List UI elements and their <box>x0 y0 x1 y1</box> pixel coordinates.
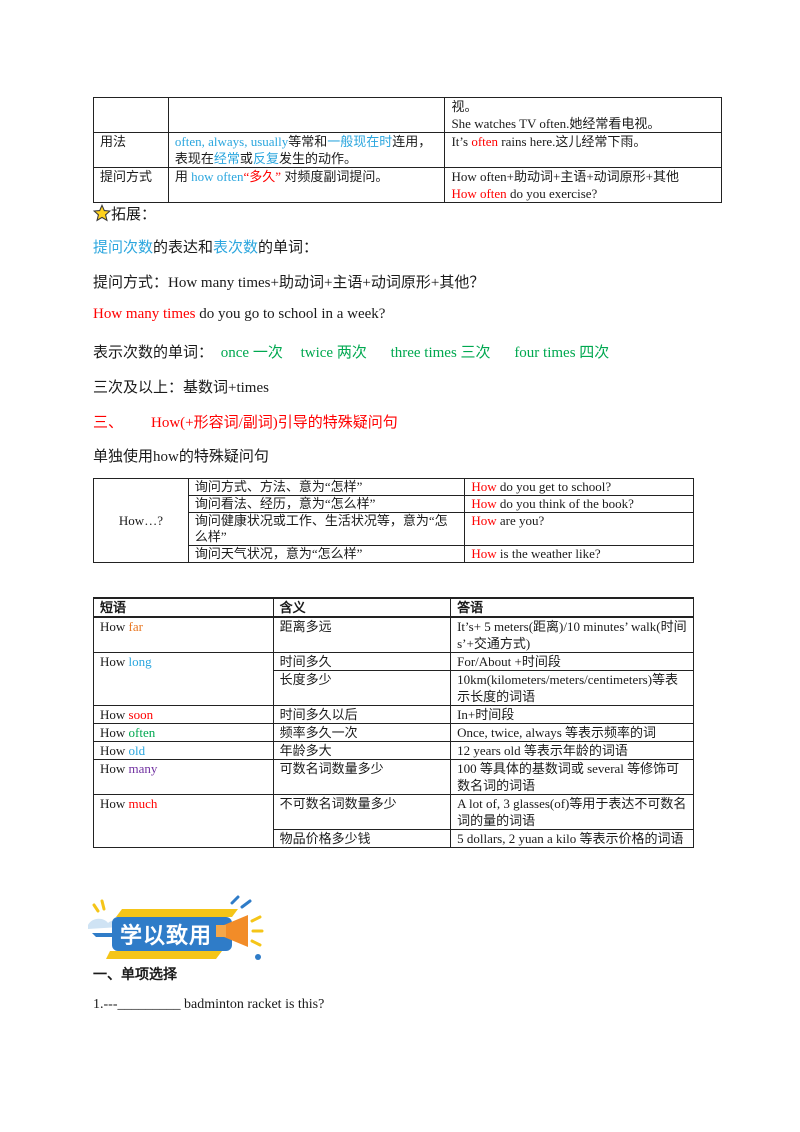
table-row: How long 时间多久 For/About +时间段 <box>93 652 694 706</box>
section-title: 三、How(+形容词/副词)引导的特殊疑问句 <box>93 415 398 431</box>
table-row: 提问方式 用 how often“多久” 对频度副词提问。 How often+… <box>93 167 722 203</box>
usage-cell: often, always, usually等常和一般现在时连用，表现在经常或反… <box>167 132 446 168</box>
column-header: 答语 <box>450 597 694 618</box>
text-run: 一般现在时 <box>327 134 393 149</box>
times-words: 表示次数的单词： once 一次 twice 两次 three times 三次… <box>93 345 610 361</box>
table-row: 物品价格多少钱 5 dollars, 2 yuan a kilo 等表示价格的词… <box>94 829 694 848</box>
example-cell: 视。 She watches TV often.她经常看电视。 <box>444 97 722 133</box>
row-label: 提问方式 <box>93 167 169 203</box>
table-row: How…? 询问方式、方法、意为“怎样” How do you get to s… <box>93 478 694 563</box>
row-label: How…? <box>93 478 189 563</box>
usage-table: 视。 She watches TV often.她经常看电视。 用法 often… <box>93 97 722 203</box>
text-run: 或 <box>239 151 253 166</box>
text-run: 经常 <box>213 151 240 166</box>
text-run: 的单词： <box>258 240 319 256</box>
text-run: 连用，表现在 <box>174 134 432 166</box>
text-run: 发生的动作。 <box>278 151 357 166</box>
table-row: How much 不可数名词数量多少 A lot of, 3 glasses(o… <box>93 794 694 848</box>
row-label: 用法 <box>93 132 169 168</box>
section-subtitle: 单独使用how的特殊疑问句 <box>93 449 269 465</box>
table-row: 询问天气状况，意为“怎么样” How is the weather like? <box>94 545 694 563</box>
text-run: 提问次数 <box>93 240 154 256</box>
example-sentence: How many times do you go to school in a … <box>93 306 386 322</box>
text-run: often, always, usually <box>174 134 289 149</box>
text-run: 反复 <box>252 151 279 166</box>
usage-text: often, always, usually等常和一般现在时连用，表现在经常或反… <box>175 134 431 166</box>
method-cell: 用 how often“多久” 对频度副词提问。 <box>167 167 446 203</box>
star-icon <box>92 204 112 222</box>
exercise-heading: 一、单项选择 <box>93 967 177 983</box>
table-row: 视。 She watches TV often.她经常看电视。 <box>93 97 722 133</box>
text-run: 表次数 <box>213 240 259 256</box>
table-row: 用法 often, always, usually等常和一般现在时连用，表现在经… <box>93 132 722 168</box>
column-header: 含义 <box>272 597 452 618</box>
question-formula: 提问方式：How many times+助动词+主语+动词原形+其他？ <box>93 275 485 291</box>
table-row: How often 频率多久一次 Once, twice, always 等表示… <box>93 723 694 742</box>
table-row: How soon 时间多久以后 In+时间段 <box>93 705 694 724</box>
column-header: 短语 <box>93 597 274 618</box>
megaphone-icon <box>216 915 264 947</box>
text-run: 的表达和 <box>153 240 214 256</box>
extension-heading: 拓展： <box>92 203 156 224</box>
table-row: How many 可数名词数量多少 100 等具体的基数词或 several 等… <box>93 759 694 795</box>
how-phrases-table: 短语 含义 答语 How far 距离多远 It’s+ 5 meters(距离)… <box>93 597 694 848</box>
question-1: 1.---_________ badminton racket is this? <box>93 997 325 1012</box>
how-questions-table: How…? 询问方式、方法、意为“怎样” How do you get to s… <box>93 478 694 563</box>
example-cell: It’s often rains here.这儿经常下雨。 <box>444 132 722 168</box>
banner-title: 学以致用 <box>120 924 213 949</box>
section-banner <box>88 895 264 960</box>
extension-line: 提问次数的表达和表次数的单词： <box>93 236 318 257</box>
table-row: 询问看法、经历，意为“怎么样” How do you think of the … <box>94 495 694 513</box>
table-row: How far 距离多远 It’s+ 5 meters(距离)/10 minut… <box>93 616 694 653</box>
table-row: 长度多少 10km(kilometers/meters/centimeters)… <box>94 670 694 706</box>
table-header-row: 短语 含义 答语 <box>93 597 694 618</box>
text-run: 等常和 <box>288 134 328 149</box>
table-row: How old 年龄多大 12 years old 等表示年龄的词语 <box>93 741 694 760</box>
cardinal-rule: 三次及以上：基数词+times <box>93 380 269 396</box>
example-cell: How often+助动词+主语+动词原形+其他 How often do yo… <box>444 167 722 203</box>
